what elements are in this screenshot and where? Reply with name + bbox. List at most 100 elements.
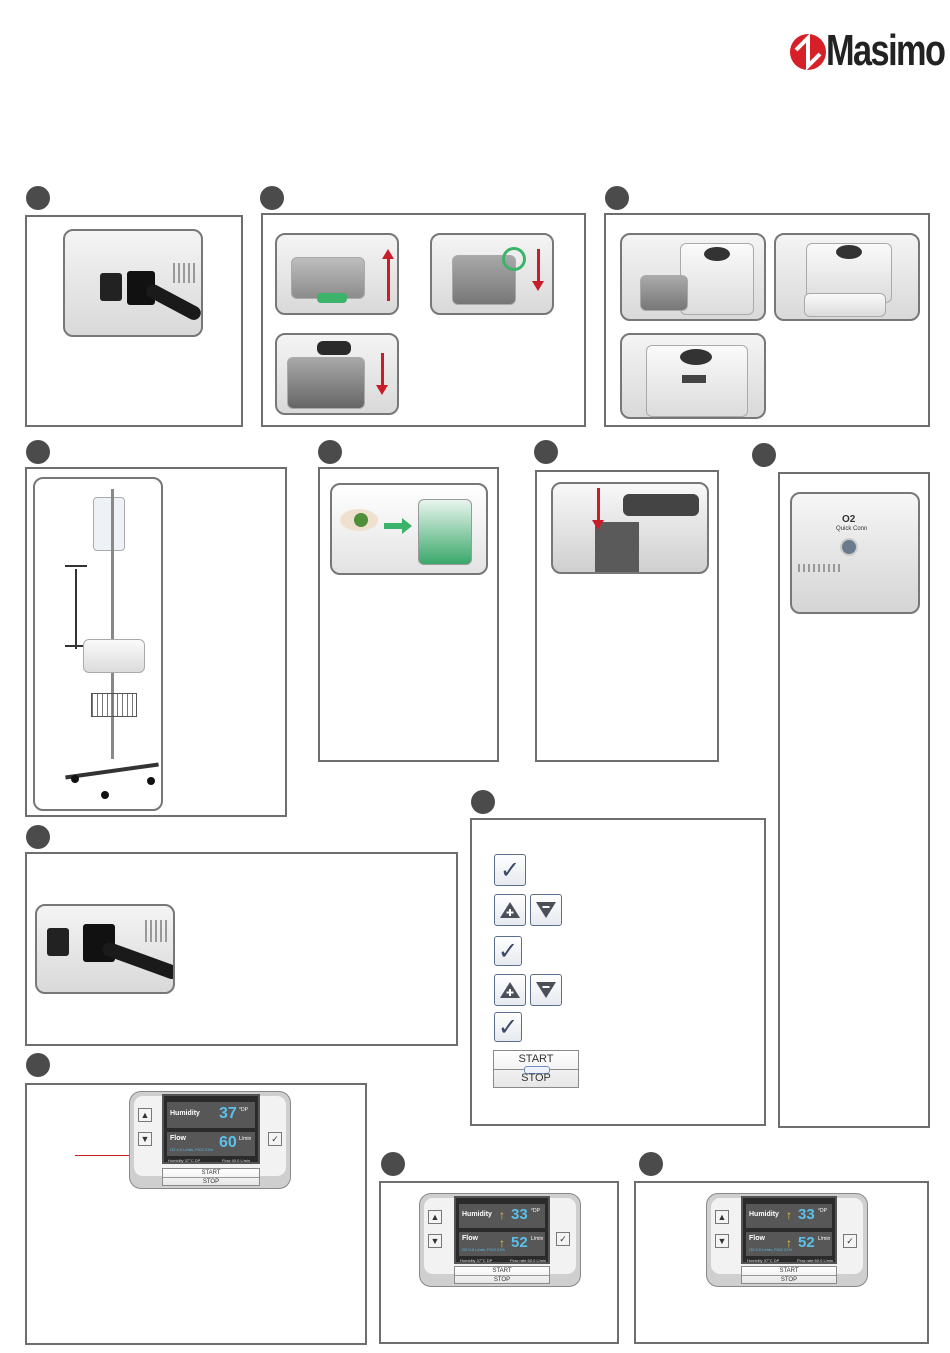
flow-unit: L/min — [239, 1136, 252, 1142]
start-stop-button[interactable]: START STOP — [454, 1266, 550, 1284]
o2-port[interactable] — [840, 538, 858, 556]
down-button[interactable] — [530, 974, 562, 1006]
triangle-down-minus-icon: ▼ — [717, 1236, 727, 1246]
confirm-button[interactable]: ✓ — [268, 1132, 282, 1146]
step-panel-insert-chamber — [604, 213, 930, 427]
pole — [111, 489, 114, 759]
control-panel: ▲ ▼ ✓ Humidity ↑ 33 °DP Flow O2 0.0 L/mi… — [419, 1193, 581, 1287]
step-marker — [26, 825, 50, 849]
up-button[interactable] — [494, 974, 526, 1006]
arrow-up-indicator: ↑ — [499, 1208, 505, 1222]
confirm-button[interactable]: ✓ — [843, 1234, 857, 1248]
red-arrow-up — [387, 257, 390, 301]
humidifier-unit — [83, 639, 145, 673]
flow-value: 52 — [798, 1234, 815, 1251]
checkmark-icon: ✓ — [846, 1236, 854, 1246]
down-button[interactable]: ▼ — [138, 1132, 152, 1146]
rocker-switch — [100, 273, 122, 301]
power-switch-photo — [63, 229, 203, 337]
control-panel: ▲ ▼ ✓ Humidity 37 °DP Flow O2 4.0 L/min,… — [129, 1091, 291, 1189]
triangle-down-minus-icon — [536, 902, 556, 918]
basket — [91, 693, 137, 717]
start-stop-button[interactable]: START STOP — [493, 1050, 579, 1088]
up-button[interactable] — [494, 894, 526, 926]
iv-pole-photo — [33, 477, 163, 811]
red-arrow-down — [381, 353, 384, 387]
masimo-logo: Masimo — [788, 20, 946, 90]
power-on-photo — [35, 904, 175, 994]
humidity-unit: °DP — [818, 1208, 827, 1214]
arrow-up-indicator: ↑ — [786, 1208, 792, 1222]
flow-unit: L/min — [531, 1236, 544, 1242]
stop-label: STOP — [455, 1275, 549, 1284]
o2-port-label: O2 — [842, 514, 856, 525]
flow-subtext: O2 0.0 L/min, FiO2 21% — [749, 1247, 792, 1252]
step-marker — [26, 1053, 50, 1077]
footer-right: Flow rate 60.0 L/min — [510, 1258, 547, 1263]
flow-value: 60 — [219, 1134, 237, 1151]
triangle-down-minus-icon: ▼ — [430, 1236, 440, 1246]
humidity-unit: °DP — [239, 1107, 248, 1113]
footer-left: Humidity 37°C DP — [747, 1258, 780, 1263]
footer-left: Humidity 37°C DP — [460, 1258, 493, 1263]
step-panel-check-water — [318, 467, 499, 762]
triangle-down-minus-icon — [536, 982, 556, 998]
humidity-value: 33 — [798, 1206, 815, 1223]
step-panel-latch — [535, 470, 719, 762]
flow-subtext: O2 0.0 L/min, FiO2 21% — [462, 1247, 505, 1252]
arrow-up-indicator: ↑ — [786, 1236, 792, 1250]
quick-connect-label: Quick Conn — [836, 526, 868, 532]
step-panel-power-off — [25, 215, 243, 427]
green-arrow-icon — [384, 523, 404, 529]
humidity-value: 33 — [511, 1206, 528, 1223]
flow-subtext: O2 4.0 L/min, FiO2 21% — [170, 1147, 213, 1152]
triangle-up-plus-icon: ▲ — [717, 1212, 727, 1222]
base — [65, 762, 159, 780]
latch-photo — [551, 482, 709, 574]
red-arrow-down — [537, 249, 540, 283]
start-label: START — [779, 1268, 799, 1274]
up-button[interactable]: ▲ — [715, 1210, 729, 1224]
step-marker — [318, 440, 342, 464]
start-stop-button[interactable]: START STOP — [741, 1266, 837, 1284]
confirm-button[interactable]: ✓ — [494, 1012, 522, 1042]
up-button[interactable]: ▲ — [428, 1210, 442, 1224]
confirm-button[interactable]: ✓ — [494, 854, 526, 886]
step-marker — [260, 186, 284, 210]
triangle-down-minus-icon: ▼ — [140, 1134, 150, 1144]
step-marker — [26, 440, 50, 464]
lcd-screen: Humidity ↑ 33 °DP Flow O2 0.0 L/min, FiO… — [454, 1196, 550, 1264]
humidity-label: Humidity — [170, 1110, 200, 1117]
arrow-up-indicator: ↑ — [499, 1236, 505, 1250]
confirm-button[interactable]: ✓ — [494, 936, 522, 966]
height-arrow — [75, 569, 77, 649]
down-button[interactable] — [530, 894, 562, 926]
step-panel-display-warmup-2: ▲ ▼ ✓ Humidity ↑ 33 °DP Flow O2 0.0 L/mi… — [634, 1181, 929, 1344]
step-panel-pole-mount — [25, 467, 287, 817]
brand-name: Masimo — [826, 26, 946, 75]
humidity-unit: °DP — [531, 1208, 540, 1214]
water-chamber — [418, 499, 472, 565]
start-stop-button[interactable]: START STOP — [162, 1168, 260, 1186]
step-panel-display-warmup-1: ▲ ▼ ✓ Humidity ↑ 33 °DP Flow O2 0.0 L/mi… — [379, 1181, 619, 1344]
humidity-label: Humidity — [462, 1211, 492, 1218]
confirm-button[interactable]: ✓ — [556, 1232, 570, 1246]
triangle-up-plus-icon: ▲ — [430, 1212, 440, 1222]
checkmark-icon: ✓ — [559, 1234, 567, 1244]
humidity-label: Humidity — [749, 1211, 779, 1218]
checkmark-icon: ✓ — [271, 1134, 279, 1144]
eye-icon — [340, 509, 378, 531]
down-button[interactable]: ▼ — [428, 1234, 442, 1248]
step-marker — [381, 1152, 405, 1176]
triangle-up-plus-icon — [500, 982, 520, 998]
checkmark-icon: ✓ — [497, 1013, 519, 1041]
stop-label: STOP — [521, 1072, 551, 1084]
stop-label: STOP — [742, 1275, 836, 1284]
checkmark-icon: ✓ — [497, 937, 519, 965]
device-photo-closed — [620, 333, 766, 419]
footer-left: Humidity 37°C DP — [168, 1158, 201, 1163]
down-button[interactable]: ▼ — [715, 1234, 729, 1248]
assembly-photo-3 — [275, 333, 399, 415]
alarm-button[interactable]: ▲ — [138, 1108, 152, 1122]
flow-label: Flow — [462, 1235, 478, 1242]
